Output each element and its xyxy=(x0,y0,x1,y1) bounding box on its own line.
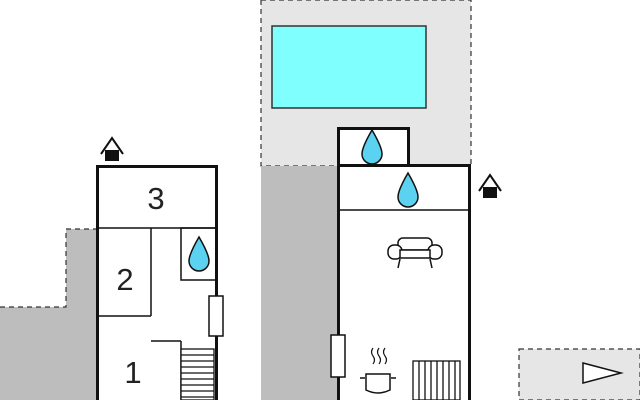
entrance-icon xyxy=(100,136,124,161)
stairs-icon xyxy=(180,348,215,400)
cooking-pot-icon xyxy=(360,347,396,394)
water-drop-icon xyxy=(188,235,210,272)
terrace-shade-left xyxy=(0,229,98,400)
room-label-3: 3 xyxy=(147,181,164,216)
window-icon xyxy=(330,334,346,378)
radiator-icon xyxy=(412,360,461,400)
room-label-2: 2 xyxy=(116,262,133,297)
left-building-walls xyxy=(96,165,218,400)
right-building xyxy=(337,127,471,400)
garden-area-right xyxy=(518,348,640,400)
bathroom-left xyxy=(180,227,217,281)
room-label-1: 1 xyxy=(124,355,141,390)
sofa-icon xyxy=(387,237,443,269)
swimming-pool xyxy=(271,25,427,109)
window-icon xyxy=(208,295,224,337)
water-drop-icon xyxy=(397,171,419,208)
terrace-shade-middle xyxy=(261,166,338,400)
water-drop-icon xyxy=(361,128,383,165)
entrance-icon xyxy=(478,173,502,198)
compass-arrow-icon xyxy=(582,362,624,384)
